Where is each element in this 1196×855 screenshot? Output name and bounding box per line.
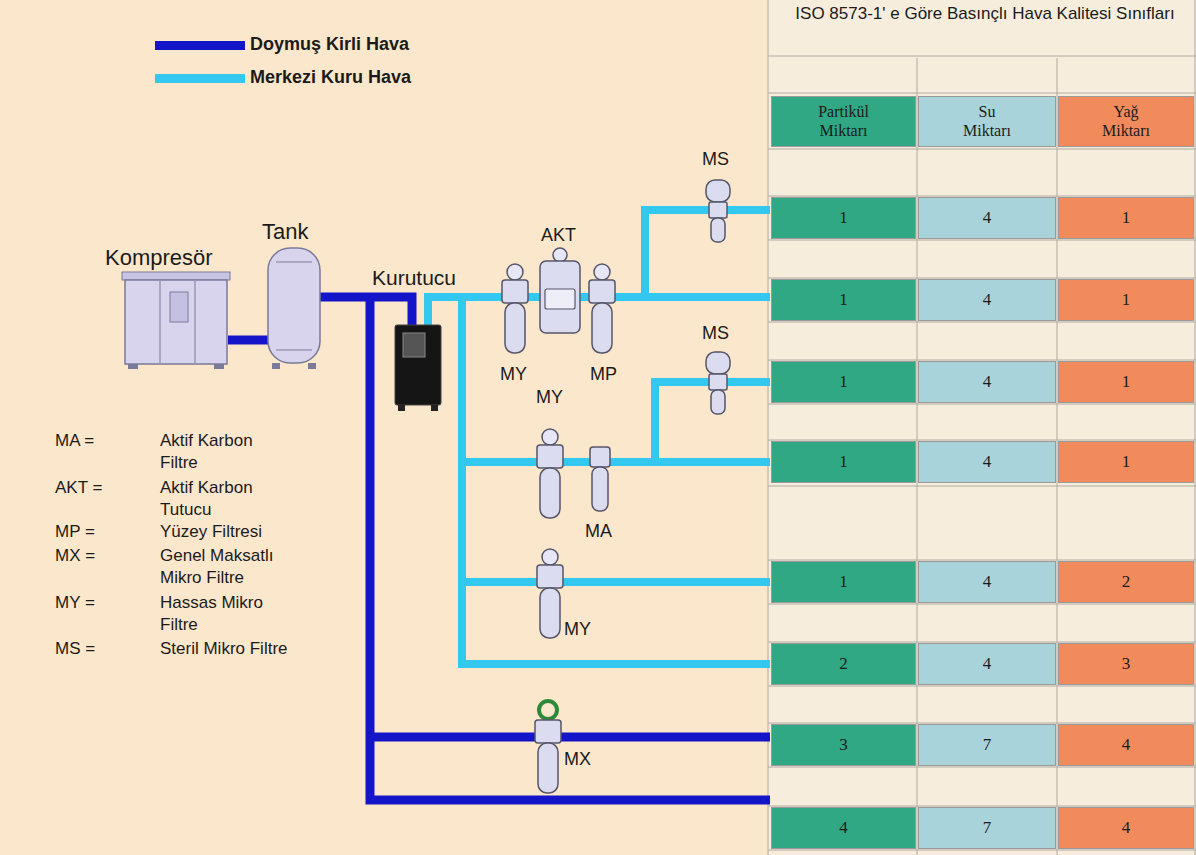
legend-text: Doymuş Kirli Hava — [250, 33, 409, 56]
part-code: MY — [564, 618, 591, 641]
sterile-filter — [706, 180, 730, 242]
table-cell: 1 — [1058, 361, 1194, 403]
table-cell: 4 — [918, 197, 1056, 239]
part-name: Kurutucu — [372, 264, 456, 291]
legend-text: Merkezi Kuru Hava — [250, 66, 411, 89]
table-cell: 4 — [1058, 807, 1194, 849]
column-heading: Yağ Miktarı — [1058, 96, 1194, 147]
table-cell: 1 — [771, 441, 916, 483]
dry-air-pipe — [428, 210, 770, 664]
compressor-symbol — [122, 272, 230, 369]
general-filter — [535, 701, 561, 793]
dryer-symbol — [395, 325, 441, 411]
table-cell: 2 — [771, 643, 916, 685]
table-cell: 7 — [918, 724, 1056, 766]
part-code: MP — [590, 363, 617, 386]
key-code: MY = — [55, 592, 95, 614]
table-cell: 1 — [771, 279, 916, 321]
carbon-filter — [590, 447, 610, 511]
part-name: Kompresör — [105, 244, 213, 273]
table-cell: 3 — [771, 724, 916, 766]
table-cell: 1 — [771, 361, 916, 403]
part-code: MY — [536, 386, 563, 409]
table-ground — [768, 0, 1196, 855]
part-code: MS — [702, 148, 729, 171]
table-cell: 1 — [1058, 197, 1194, 239]
key-code: MX = — [55, 545, 95, 567]
part-code: MY — [500, 363, 527, 386]
carbon-tower — [540, 248, 580, 333]
table-cell: 4 — [918, 643, 1056, 685]
table-heading: ISO 8573-1' e Göre Basınçlı Hava Kalites… — [790, 2, 1180, 27]
key-text: Aktif Karbon Filtre — [160, 430, 292, 474]
table-cell: 7 — [918, 807, 1056, 849]
table-cell: 4 — [918, 361, 1056, 403]
table-cell: 1 — [1058, 441, 1194, 483]
table-grid — [768, 0, 1196, 855]
part-name: Tank — [262, 218, 308, 247]
column-heading: Su Miktarı — [918, 96, 1056, 147]
part-code: MS — [702, 322, 729, 345]
table-cell: 1 — [1058, 279, 1194, 321]
part-code: MA — [585, 520, 612, 543]
sterile-filter — [706, 352, 730, 414]
precision-filter — [537, 429, 563, 518]
key-text: Steril Mikro Filtre — [160, 638, 292, 660]
precision-filter — [537, 549, 563, 638]
key-text: Hassas Mikro Filtre — [160, 592, 292, 636]
key-code: MS = — [55, 638, 95, 660]
legend-swatch — [155, 74, 245, 83]
table-cell: 4 — [771, 807, 916, 849]
key-code: AKT = — [55, 477, 102, 499]
table-cell: 4 — [918, 279, 1056, 321]
part-code: AKT — [541, 224, 576, 247]
key-text: Yüzey Filtresi — [160, 521, 292, 543]
part-code: MX — [564, 748, 591, 771]
table-cell: 1 — [771, 561, 916, 603]
table-cell: 2 — [1058, 561, 1194, 603]
tank-symbol — [268, 248, 320, 369]
table-cell: 4 — [918, 561, 1056, 603]
key-code: MA = — [55, 430, 94, 452]
surface-filter — [589, 264, 615, 353]
table-cell: 4 — [918, 441, 1056, 483]
legend-swatch — [155, 41, 245, 50]
key-text: Genel Maksatlı Mikro Filtre — [160, 545, 292, 589]
precision-filter — [502, 264, 528, 353]
dirty-air-pipe — [228, 297, 770, 800]
column-heading: Partikül Miktarı — [771, 96, 916, 147]
table-cell: 3 — [1058, 643, 1194, 685]
table-cell: 4 — [1058, 724, 1194, 766]
table-cell: 1 — [771, 197, 916, 239]
key-code: MP = — [55, 521, 95, 543]
key-text: Aktif Karbon Tutucu — [160, 477, 292, 521]
